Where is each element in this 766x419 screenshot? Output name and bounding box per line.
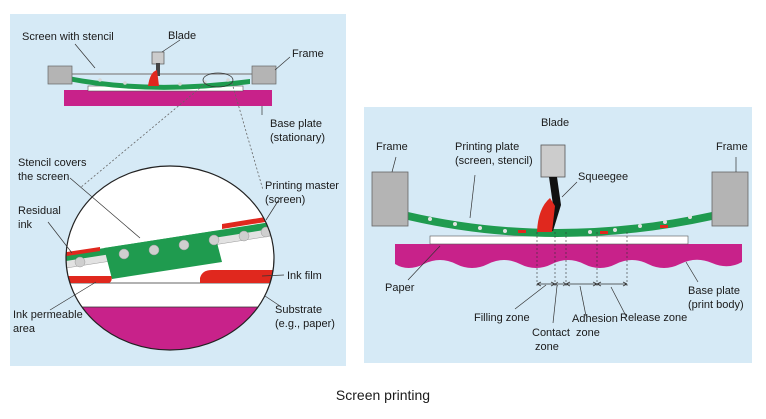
label-contact-2: zone [535, 341, 559, 353]
right-screen [408, 212, 712, 237]
label-printing-plate-1: Printing plate [455, 141, 519, 153]
left-panel: Screen with stencil Blade Frame Base pla… [10, 14, 346, 366]
label-adhesion-2: zone [576, 327, 600, 339]
label-adhesion-1: Adhesion [572, 313, 618, 325]
stencil-plate [104, 231, 222, 279]
left-ink-blob [148, 70, 159, 86]
label-printing-master-1: Printing master [265, 180, 339, 192]
label-printing-master-2: (screen) [265, 194, 305, 206]
label-frame-left: Frame [376, 141, 408, 153]
label-printing-plate-2: (screen, stencil) [455, 155, 533, 167]
figure-caption: Screen printing [335, 387, 431, 403]
label-substrate-1: Substrate [275, 304, 322, 316]
right-paper [429, 235, 689, 245]
label-squeegee: Squeegee [578, 171, 628, 183]
left-frame-right [251, 65, 277, 85]
label-ink-film: Ink film [287, 270, 322, 282]
label-base-plate-1: Base plate [270, 118, 322, 130]
label-filling-zone: Filling zone [474, 312, 530, 324]
left-blade [156, 63, 160, 76]
right-base-plate [395, 244, 742, 268]
label-stencil-covers-1: Stencil covers [18, 157, 87, 169]
label-ink-permeable-1: Ink permeable [13, 309, 83, 321]
label-left-blade: Blade [168, 30, 196, 42]
left-frame-left [47, 65, 73, 85]
label-residual-2: ink [18, 219, 33, 231]
label-ink-permeable-2: area [13, 323, 36, 335]
left-blade-holder [151, 51, 165, 65]
label-left-frame: Frame [292, 48, 324, 60]
label-right-blade: Blade [541, 117, 569, 129]
right-panel: Blade Frame Frame Printing plate (screen… [364, 107, 752, 363]
label-release-zone: Release zone [620, 312, 687, 324]
right-ink-blob [537, 198, 555, 232]
right-blade-holder [540, 144, 566, 178]
label-base-plate-2: (stationary) [270, 132, 325, 144]
label-frame-right: Frame [716, 141, 748, 153]
label-contact-1: Contact [532, 327, 570, 339]
right-frame-right [711, 171, 749, 227]
label-substrate-2: (e.g., paper) [275, 318, 335, 330]
left-base-plate [64, 90, 272, 106]
label-screen-with-stencil: Screen with stencil [22, 31, 114, 43]
label-paper: Paper [385, 282, 415, 294]
left-screen-top [68, 76, 250, 90]
label-residual-1: Residual [18, 205, 61, 217]
magnified-lens [65, 165, 275, 351]
left-magnify-spot [202, 72, 234, 88]
label-stencil-covers-2: the screen [18, 171, 69, 183]
right-frame-left [371, 171, 409, 227]
label-right-base-plate-2: (print body) [688, 299, 744, 311]
label-right-base-plate-1: Base plate [688, 285, 740, 297]
